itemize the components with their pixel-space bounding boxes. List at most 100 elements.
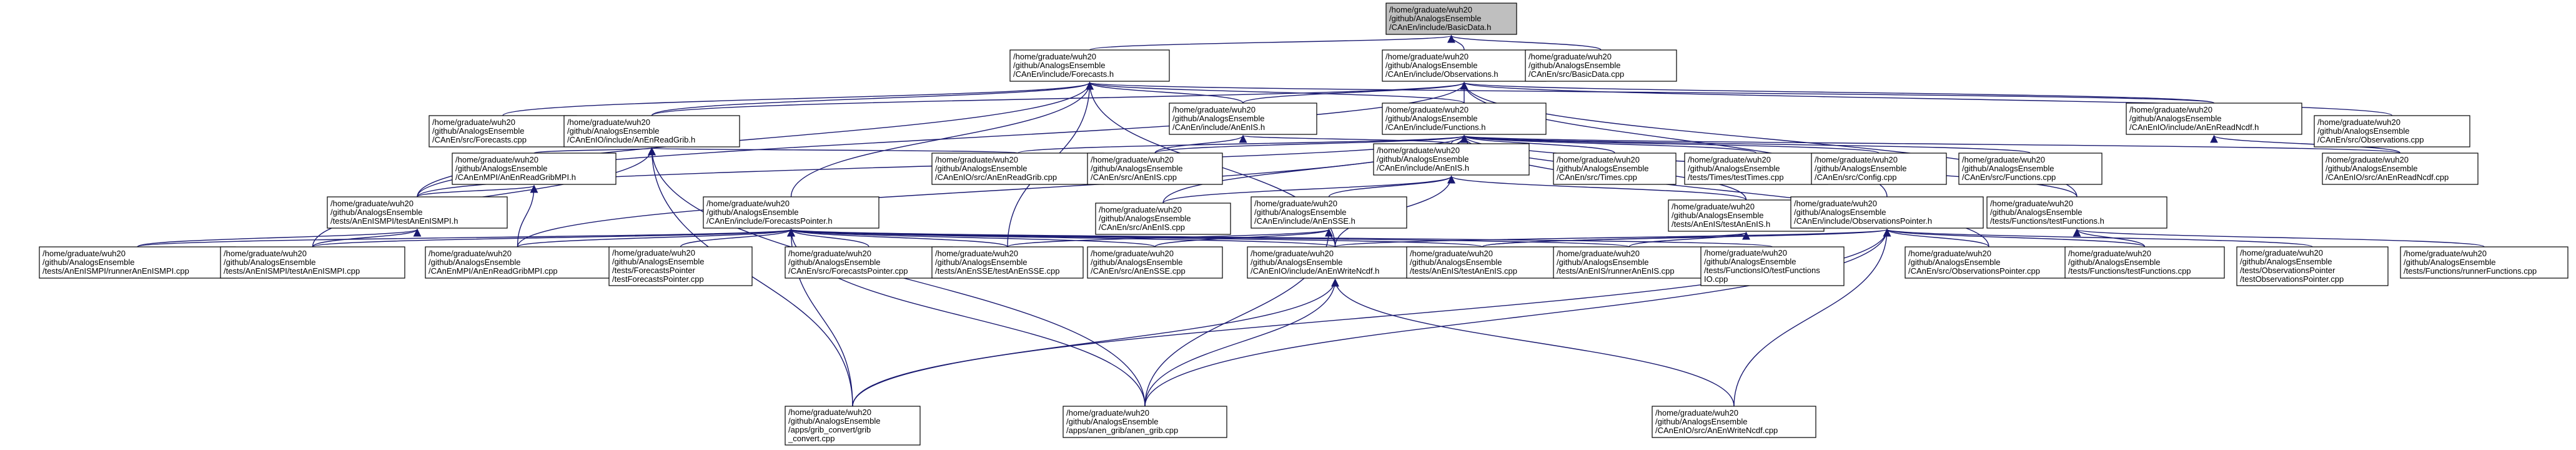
file-node[interactable]: /home/graduate/wuh20/github/AnalogsEnsem… <box>1382 102 1547 135</box>
file-node[interactable]: /home/graduate/wuh20/github/AnalogsEnsem… <box>1087 246 1223 279</box>
file-node[interactable]: /home/graduate/wuh20/github/AnalogsEnsem… <box>563 115 740 148</box>
file-node[interactable]: /home/graduate/wuh20/github/AnalogsEnsem… <box>220 246 405 279</box>
file-node[interactable]: /home/graduate/wuh20/github/AnalogsEnsem… <box>1009 49 1170 82</box>
file-node[interactable]: /home/graduate/wuh20/github/AnalogsEnsem… <box>452 152 617 185</box>
file-node[interactable]: /home/graduate/wuh20/github/AnalogsEnsem… <box>2400 246 2569 279</box>
file-node[interactable]: /home/graduate/wuh20/github/AnalogsEnsem… <box>1553 246 1705 279</box>
node-label-line: /CAnEn/src/Config.cpp <box>1815 172 1897 182</box>
file-node[interactable]: /home/graduate/wuh20/github/AnalogsEnsem… <box>608 246 753 286</box>
node-label-line: /CAnEn/include/AnEnIS.h <box>1377 163 1469 172</box>
node-label-line: /github/AnalogsEnsemble <box>1066 417 1158 426</box>
file-node[interactable]: /home/graduate/wuh20/github/AnalogsEnsem… <box>1063 406 1227 438</box>
node-box <box>703 196 879 229</box>
node-label-line: /home/graduate/wuh20 <box>1962 155 2045 164</box>
node-label-line: /tests/AnEnIS/testAnEnIS.h <box>1672 219 1770 229</box>
file-node[interactable]: /home/graduate/wuh20/github/AnalogsEnsem… <box>1958 152 2103 185</box>
node-box <box>1063 406 1227 438</box>
node-box <box>1009 49 1170 82</box>
file-node[interactable]: /home/graduate/wuh20/github/AnalogsEnsem… <box>425 246 610 279</box>
file-node[interactable]: /home/graduate/wuh20/github/AnalogsEnsem… <box>1684 152 1828 185</box>
file-node[interactable]: /home/graduate/wuh20/github/AnalogsEnsem… <box>1087 152 1223 185</box>
node-box <box>1382 102 1547 135</box>
node-label-line: /tests/AnEnIS/runnerAnEnIS.cpp <box>1557 266 1675 276</box>
node-label-line: /github/AnalogsEnsemble <box>1704 257 1796 266</box>
file-node[interactable]: /home/graduate/wuh20/github/AnalogsEnsem… <box>1406 246 1558 279</box>
node-label-line: /github/AnalogsEnsemble <box>432 126 524 136</box>
node-label-line: /CAnEn/src/ForecastsPointer.cpp <box>788 266 908 276</box>
node-label-line: /github/AnalogsEnsemble <box>2326 164 2417 173</box>
node-label-line: /home/graduate/wuh20 <box>1377 146 1460 155</box>
node-label-line: /github/AnalogsEnsemble <box>42 258 134 267</box>
node-label-line: /github/AnalogsEnsemble <box>612 257 704 266</box>
node-label-line: /home/graduate/wuh20 <box>1908 249 1991 258</box>
file-node[interactable]: /home/graduate/wuh20/github/AnalogsEnsem… <box>1373 143 1530 176</box>
node-label-line: /github/AnalogsEnsemble <box>1688 164 1780 173</box>
dependency-edge <box>1162 175 1455 204</box>
file-node[interactable]: /home/graduate/wuh20/github/AnalogsEnsem… <box>1986 196 2167 229</box>
dependency-edge <box>1447 34 1602 51</box>
node-label-line: /home/graduate/wuh20 <box>1688 155 1771 164</box>
file-node[interactable]: /home/graduate/wuh20/github/AnalogsEnsem… <box>2236 246 2389 286</box>
node-box <box>1087 152 1223 185</box>
file-node[interactable]: /home/graduate/wuh20/github/AnalogsEnsem… <box>1169 102 1317 135</box>
node-box <box>931 246 1084 279</box>
file-node[interactable]: /home/graduate/wuh20/github/AnalogsEnsem… <box>1095 202 1231 235</box>
file-node[interactable]: /home/graduate/wuh20/github/AnalogsEnsem… <box>703 196 879 229</box>
node-box <box>785 406 921 446</box>
file-node[interactable]: /home/graduate/wuh20/github/AnalogsEnsem… <box>2126 102 2302 135</box>
node-label-line: /github/AnalogsEnsemble <box>1172 114 1264 123</box>
node-label-line: /github/AnalogsEnsemble <box>1013 61 1105 70</box>
node-label-line: /CAnEnIO/src/AnEnWriteNcdf.cpp <box>1655 426 1778 435</box>
root-file-node[interactable]: /home/graduate/wuh20/github/AnalogsEnsem… <box>1385 2 1517 35</box>
file-node[interactable]: /home/graduate/wuh20/github/AnalogsEnsem… <box>1790 196 1984 229</box>
dependency-edge <box>1331 278 1735 407</box>
file-node[interactable]: /home/graduate/wuh20/github/AnalogsEnsem… <box>1700 246 1845 286</box>
node-label-line: /github/AnalogsEnsemble <box>788 416 880 426</box>
file-node[interactable]: /home/graduate/wuh20/github/AnalogsEnsem… <box>931 246 1084 279</box>
file-node[interactable]: /home/graduate/wuh20/github/AnalogsEnsem… <box>1525 49 1677 82</box>
file-node[interactable]: /home/graduate/wuh20/github/AnalogsEnsem… <box>1251 196 1407 229</box>
node-label-line: /github/AnalogsEnsemble <box>1908 258 2000 267</box>
node-label-line: /github/AnalogsEnsemble <box>455 164 547 173</box>
file-node[interactable]: /home/graduate/wuh20/github/AnalogsEnsem… <box>1905 246 2073 279</box>
file-node[interactable]: /home/graduate/wuh20/github/AnalogsEnsem… <box>429 115 577 148</box>
node-label-line: /home/graduate/wuh20 <box>2129 105 2212 114</box>
node-label-line: /home/graduate/wuh20 <box>1655 408 1738 418</box>
dependency-edge <box>1086 81 1244 104</box>
file-node[interactable]: /home/graduate/wuh20/github/AnalogsEnsem… <box>2322 152 2479 185</box>
node-box <box>425 246 610 279</box>
file-node[interactable]: /home/graduate/wuh20/github/AnalogsEnsem… <box>1811 152 1947 185</box>
dependency-edge <box>1461 134 2401 154</box>
file-node[interactable]: /home/graduate/wuh20/github/AnalogsEnsem… <box>1553 152 1677 185</box>
node-label-line: /home/graduate/wuh20 <box>1254 199 1337 208</box>
node-label-line: /CAnEnMPI/AnEnReadGribMPI.h <box>455 172 576 182</box>
file-node[interactable]: /home/graduate/wuh20/github/AnalogsEnsem… <box>2314 115 2470 148</box>
file-node[interactable]: /home/graduate/wuh20/github/AnalogsEnsem… <box>931 152 1104 185</box>
file-node[interactable]: /home/graduate/wuh20/github/AnalogsEnsem… <box>1382 49 1547 82</box>
file-node[interactable]: /home/graduate/wuh20/github/AnalogsEnsem… <box>39 246 236 279</box>
file-node[interactable]: /home/graduate/wuh20/github/AnalogsEnsem… <box>785 406 921 446</box>
node-label-line: /CAnEn/include/ObservationsPointer.h <box>1794 216 1932 226</box>
node-label-line: /apps/grib_convert/grib <box>788 425 871 434</box>
file-node[interactable]: /home/graduate/wuh20/github/AnalogsEnsem… <box>1247 246 1424 279</box>
node-label-line: /home/graduate/wuh20 <box>1815 155 1898 164</box>
file-node[interactable]: /home/graduate/wuh20/github/AnalogsEnsem… <box>327 196 508 229</box>
file-node[interactable]: /home/graduate/wuh20/github/AnalogsEnsem… <box>1652 406 1816 438</box>
node-label-line: /github/AnalogsEnsemble <box>1091 258 1182 267</box>
node-label-line: /tests/AnEnSSE/testAnEnSSE.cpp <box>935 266 1059 276</box>
node-box <box>1385 2 1517 35</box>
dependency-edge <box>651 81 1468 116</box>
node-label-line: /home/graduate/wuh20 <box>1410 249 1493 258</box>
node-box <box>1406 246 1558 279</box>
dependency-edge <box>502 81 1094 116</box>
file-node[interactable]: /home/graduate/wuh20/github/AnalogsEnsem… <box>2064 246 2225 279</box>
node-label-line: /github/AnalogsEnsemble <box>1385 61 1477 70</box>
node-label-line: /home/graduate/wuh20 <box>788 408 871 417</box>
file-node[interactable]: /home/graduate/wuh20/github/AnalogsEnsem… <box>785 246 953 279</box>
node-label-line: /github/AnalogsEnsemble <box>1091 164 1182 173</box>
dependency-edge <box>1460 81 2393 116</box>
node-box <box>1169 102 1317 135</box>
node-box <box>2064 246 2225 279</box>
dependency-edge <box>1328 175 1455 198</box>
node-label-line: /home/graduate/wuh20 <box>2404 249 2487 258</box>
